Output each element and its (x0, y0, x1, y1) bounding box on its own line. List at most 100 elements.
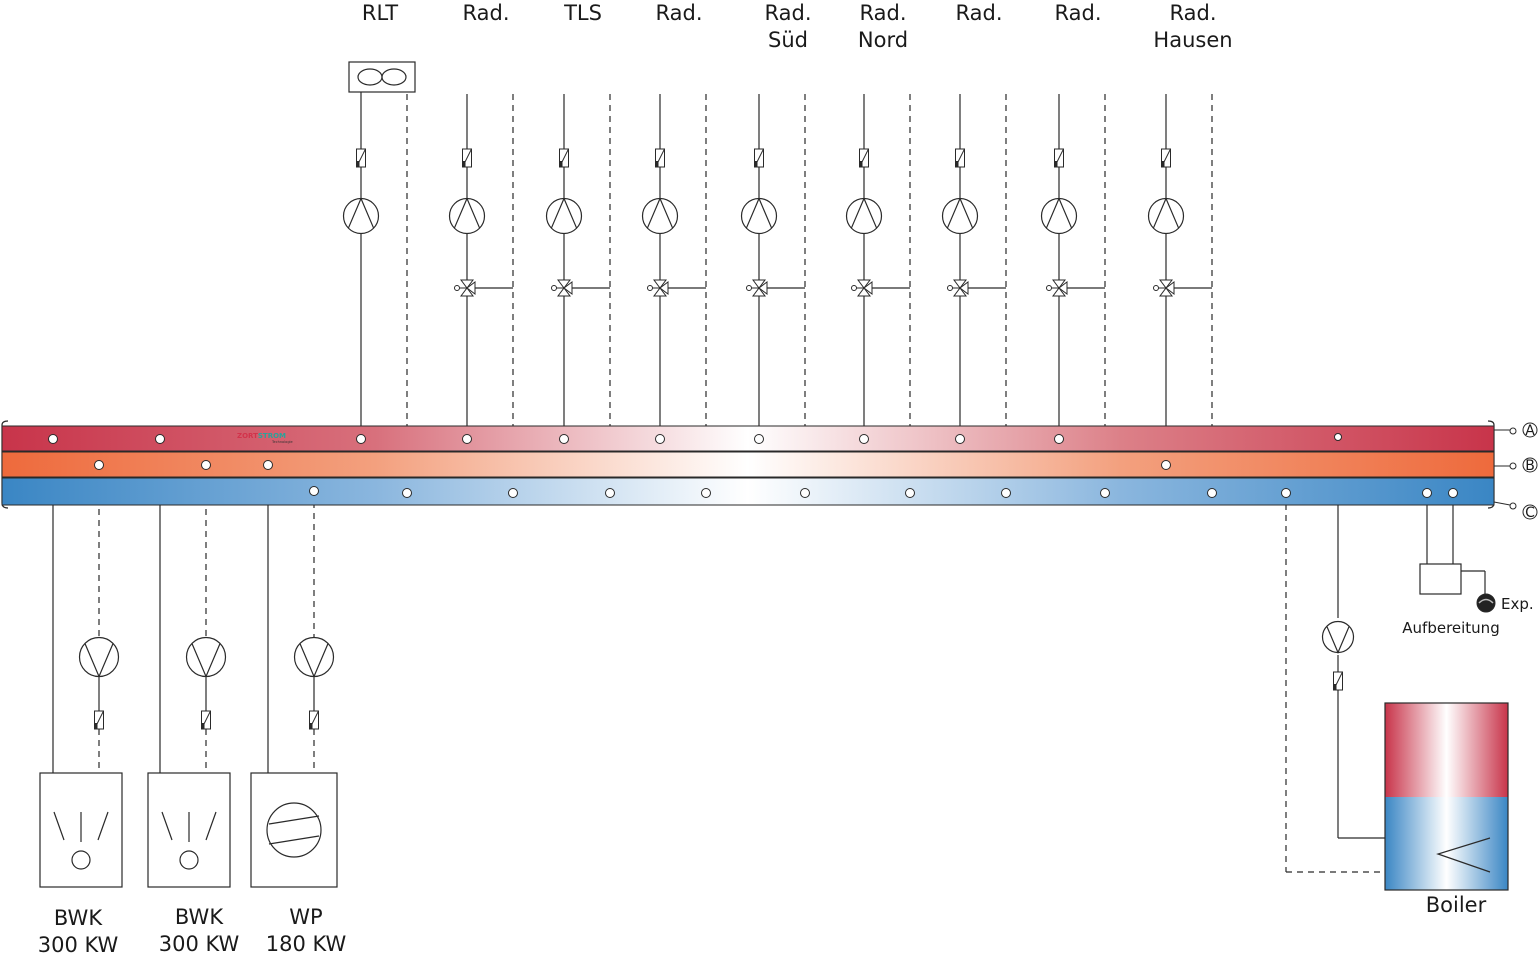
burner-flame-base (71, 850, 91, 870)
valve-seat (1333, 684, 1337, 690)
valve-seat (655, 161, 659, 167)
header-port (356, 434, 366, 444)
header-port (508, 488, 518, 498)
check-valve-icon (1054, 148, 1064, 168)
valve-seat (859, 161, 863, 167)
flame-ray (53, 811, 65, 841)
label-rad-2: Rad. (655, 1, 702, 25)
valve-wedge-bottom (1159, 287, 1173, 297)
valve-actuator (647, 285, 653, 291)
valve-actuator (1046, 285, 1052, 291)
header-port (48, 434, 58, 444)
pump-arrow (745, 196, 773, 229)
check-valve-icon (462, 148, 472, 168)
header-port (1100, 488, 1110, 498)
valve-seat (309, 723, 313, 729)
valve-seat (201, 723, 205, 729)
label-rad-sued-2: Süd (768, 28, 808, 52)
mixing-valve-icon (746, 279, 768, 297)
check-valve-icon (94, 710, 104, 730)
pump-body (342, 197, 380, 235)
valve-wedge-side (758, 281, 768, 295)
valve-wedge-top (953, 279, 967, 289)
pump-arrow (1152, 196, 1180, 229)
pump-body (845, 197, 883, 235)
valve-wedge-top (752, 279, 766, 289)
check-valve-icon (1161, 148, 1171, 168)
valve-wedge-side (563, 281, 573, 295)
valve-wedge-side (466, 281, 476, 295)
label-bwk-1-power: 300 KW (38, 933, 119, 957)
label-rad-sued-1: Rad. (764, 1, 811, 25)
header-ports (48, 433, 1458, 498)
consumer-labels: RLT Rad. TLS Rad. Rad. Süd Rad. Nord Rad… (362, 1, 1233, 52)
svg-text:ZORTSTROM: ZORTSTROM (237, 432, 286, 440)
heat-pump-icon (250, 772, 338, 888)
valve-seat (356, 161, 360, 167)
label-tls: TLS (563, 1, 602, 25)
valve-seat (462, 161, 466, 167)
pump-body (1040, 197, 1078, 235)
pump-icon (448, 196, 486, 235)
mixing-valve-icon (454, 279, 476, 297)
pump-arrow (1045, 196, 1073, 229)
header-port (859, 434, 869, 444)
header-port (309, 486, 319, 496)
pump-icon (78, 636, 120, 679)
mixing-valve-icon (647, 279, 669, 297)
valve-wedge-side (659, 281, 669, 295)
valve-wedge-side (863, 281, 873, 295)
header-port (1054, 434, 1064, 444)
flame-ray (97, 811, 109, 841)
logo-text-2: STROM (258, 432, 286, 440)
valve-seat (1161, 161, 1165, 167)
pump-body (1321, 620, 1355, 654)
label-rad-nord-1: Rad. (859, 1, 906, 25)
valve-seat (94, 723, 98, 729)
header-letter-c: C (1525, 505, 1535, 521)
check-valve-icon (1333, 671, 1343, 691)
pump-body (293, 636, 335, 678)
header-port (1001, 488, 1011, 498)
valve-wedge-bottom (557, 287, 571, 297)
header-bar-a (1, 425, 1495, 452)
fan-rotor-right (381, 68, 407, 86)
burner-boiler-icon (39, 772, 123, 888)
valve-wedge-top (557, 279, 571, 289)
pump-body (185, 636, 227, 678)
boiler-hot-zone (1385, 703, 1508, 797)
expansion-vessel-icon (1476, 593, 1496, 613)
pump-icon (1321, 620, 1355, 655)
boiler-heat-exchanger (1436, 837, 1491, 873)
pump-body (448, 197, 486, 235)
check-valve-icon (955, 148, 965, 168)
valve-wedge-side (959, 281, 969, 295)
header-port (800, 488, 810, 498)
valve-wedge-bottom (460, 287, 474, 297)
pump-body (1147, 197, 1185, 235)
producer-labels: BWK 300 KW BWK 300 KW WP 180 KW (38, 905, 347, 957)
label-rad-hausen-1: Rad. (1169, 1, 1216, 25)
header-port (559, 434, 569, 444)
pump-body (641, 197, 679, 235)
check-valve-icon (559, 148, 569, 168)
valve-seat (1054, 161, 1058, 167)
pump-arrow (946, 196, 974, 229)
compressor-line (268, 835, 320, 845)
pump-body (545, 197, 583, 235)
pump-arrow (84, 643, 114, 679)
compressor-circle (266, 802, 322, 858)
zortstrom-logo: ZORTSTROM Technologie (237, 432, 293, 444)
valve-wedge-bottom (953, 287, 967, 297)
label-bwk-2: BWK (175, 905, 224, 929)
expansion-membrane (1478, 598, 1494, 604)
valve-wedge-top (460, 279, 474, 289)
burner-boiler-icon (147, 772, 231, 888)
flame-ray (161, 811, 173, 841)
label-expansion: Exp. (1501, 595, 1534, 613)
header-port (605, 488, 615, 498)
header-port (955, 434, 965, 444)
check-valve-icon (754, 148, 764, 168)
label-wp: WP (289, 905, 322, 929)
